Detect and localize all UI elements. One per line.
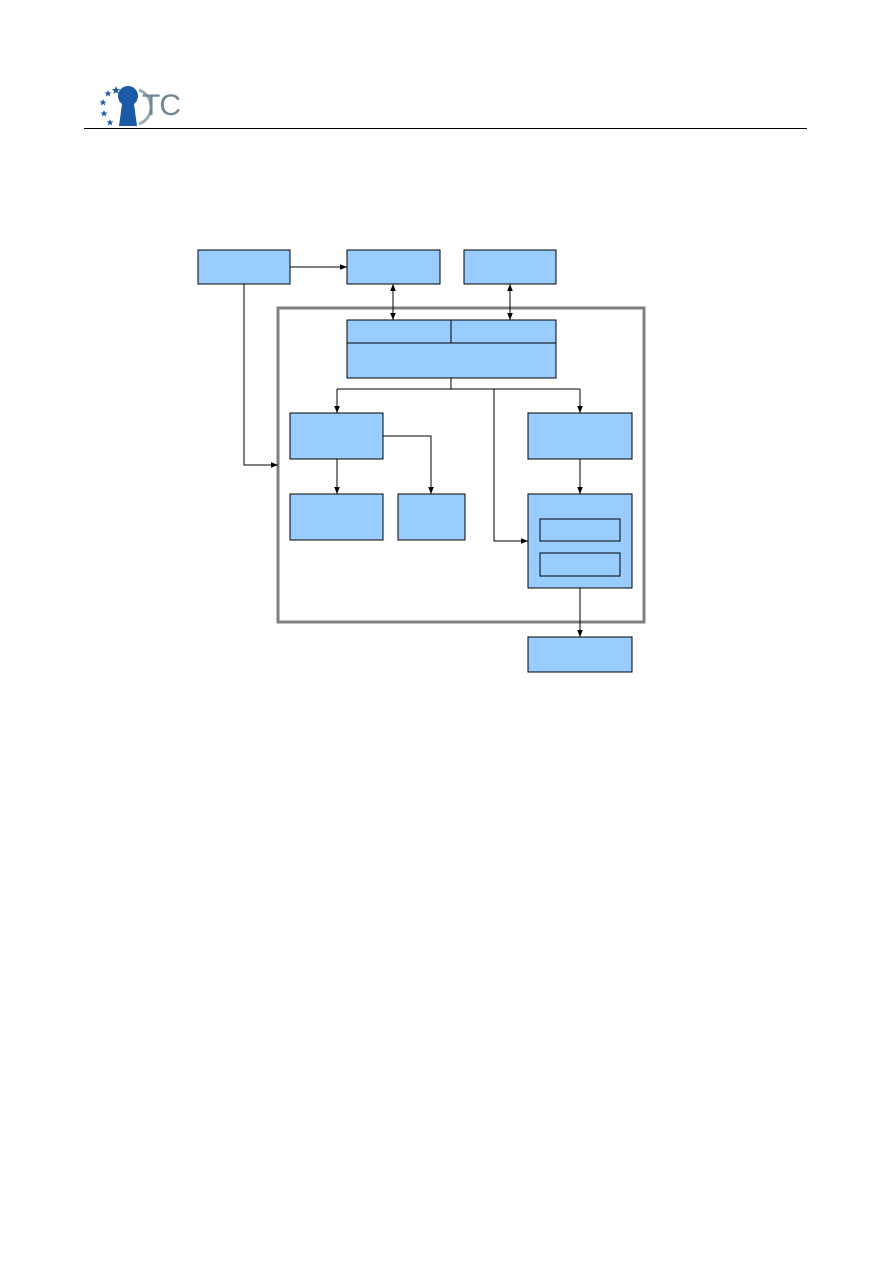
box-interface-right <box>450 319 557 344</box>
header-rule <box>84 128 807 129</box>
arrow-bus-to-right-container <box>493 389 528 544</box>
box-inner-1 <box>539 518 621 542</box>
box-interface-left <box>346 319 452 344</box>
box-left-sub-1 <box>289 493 384 541</box>
box-left-module <box>289 412 384 460</box>
arrow-source-to-frame <box>243 284 278 468</box>
box-output <box>527 636 633 673</box>
logo-icon <box>99 86 153 126</box>
box-right-module <box>527 412 633 460</box>
box-core <box>346 342 557 379</box>
box-source <box>197 249 291 285</box>
box-top-middle <box>346 249 441 285</box>
logo-text: TC <box>142 89 181 122</box>
box-inner-2 <box>539 552 621 577</box>
box-top-right <box>463 249 557 285</box>
box-left-sub-2 <box>397 493 466 541</box>
arrow-left-module-to-sub-2 <box>383 435 434 494</box>
